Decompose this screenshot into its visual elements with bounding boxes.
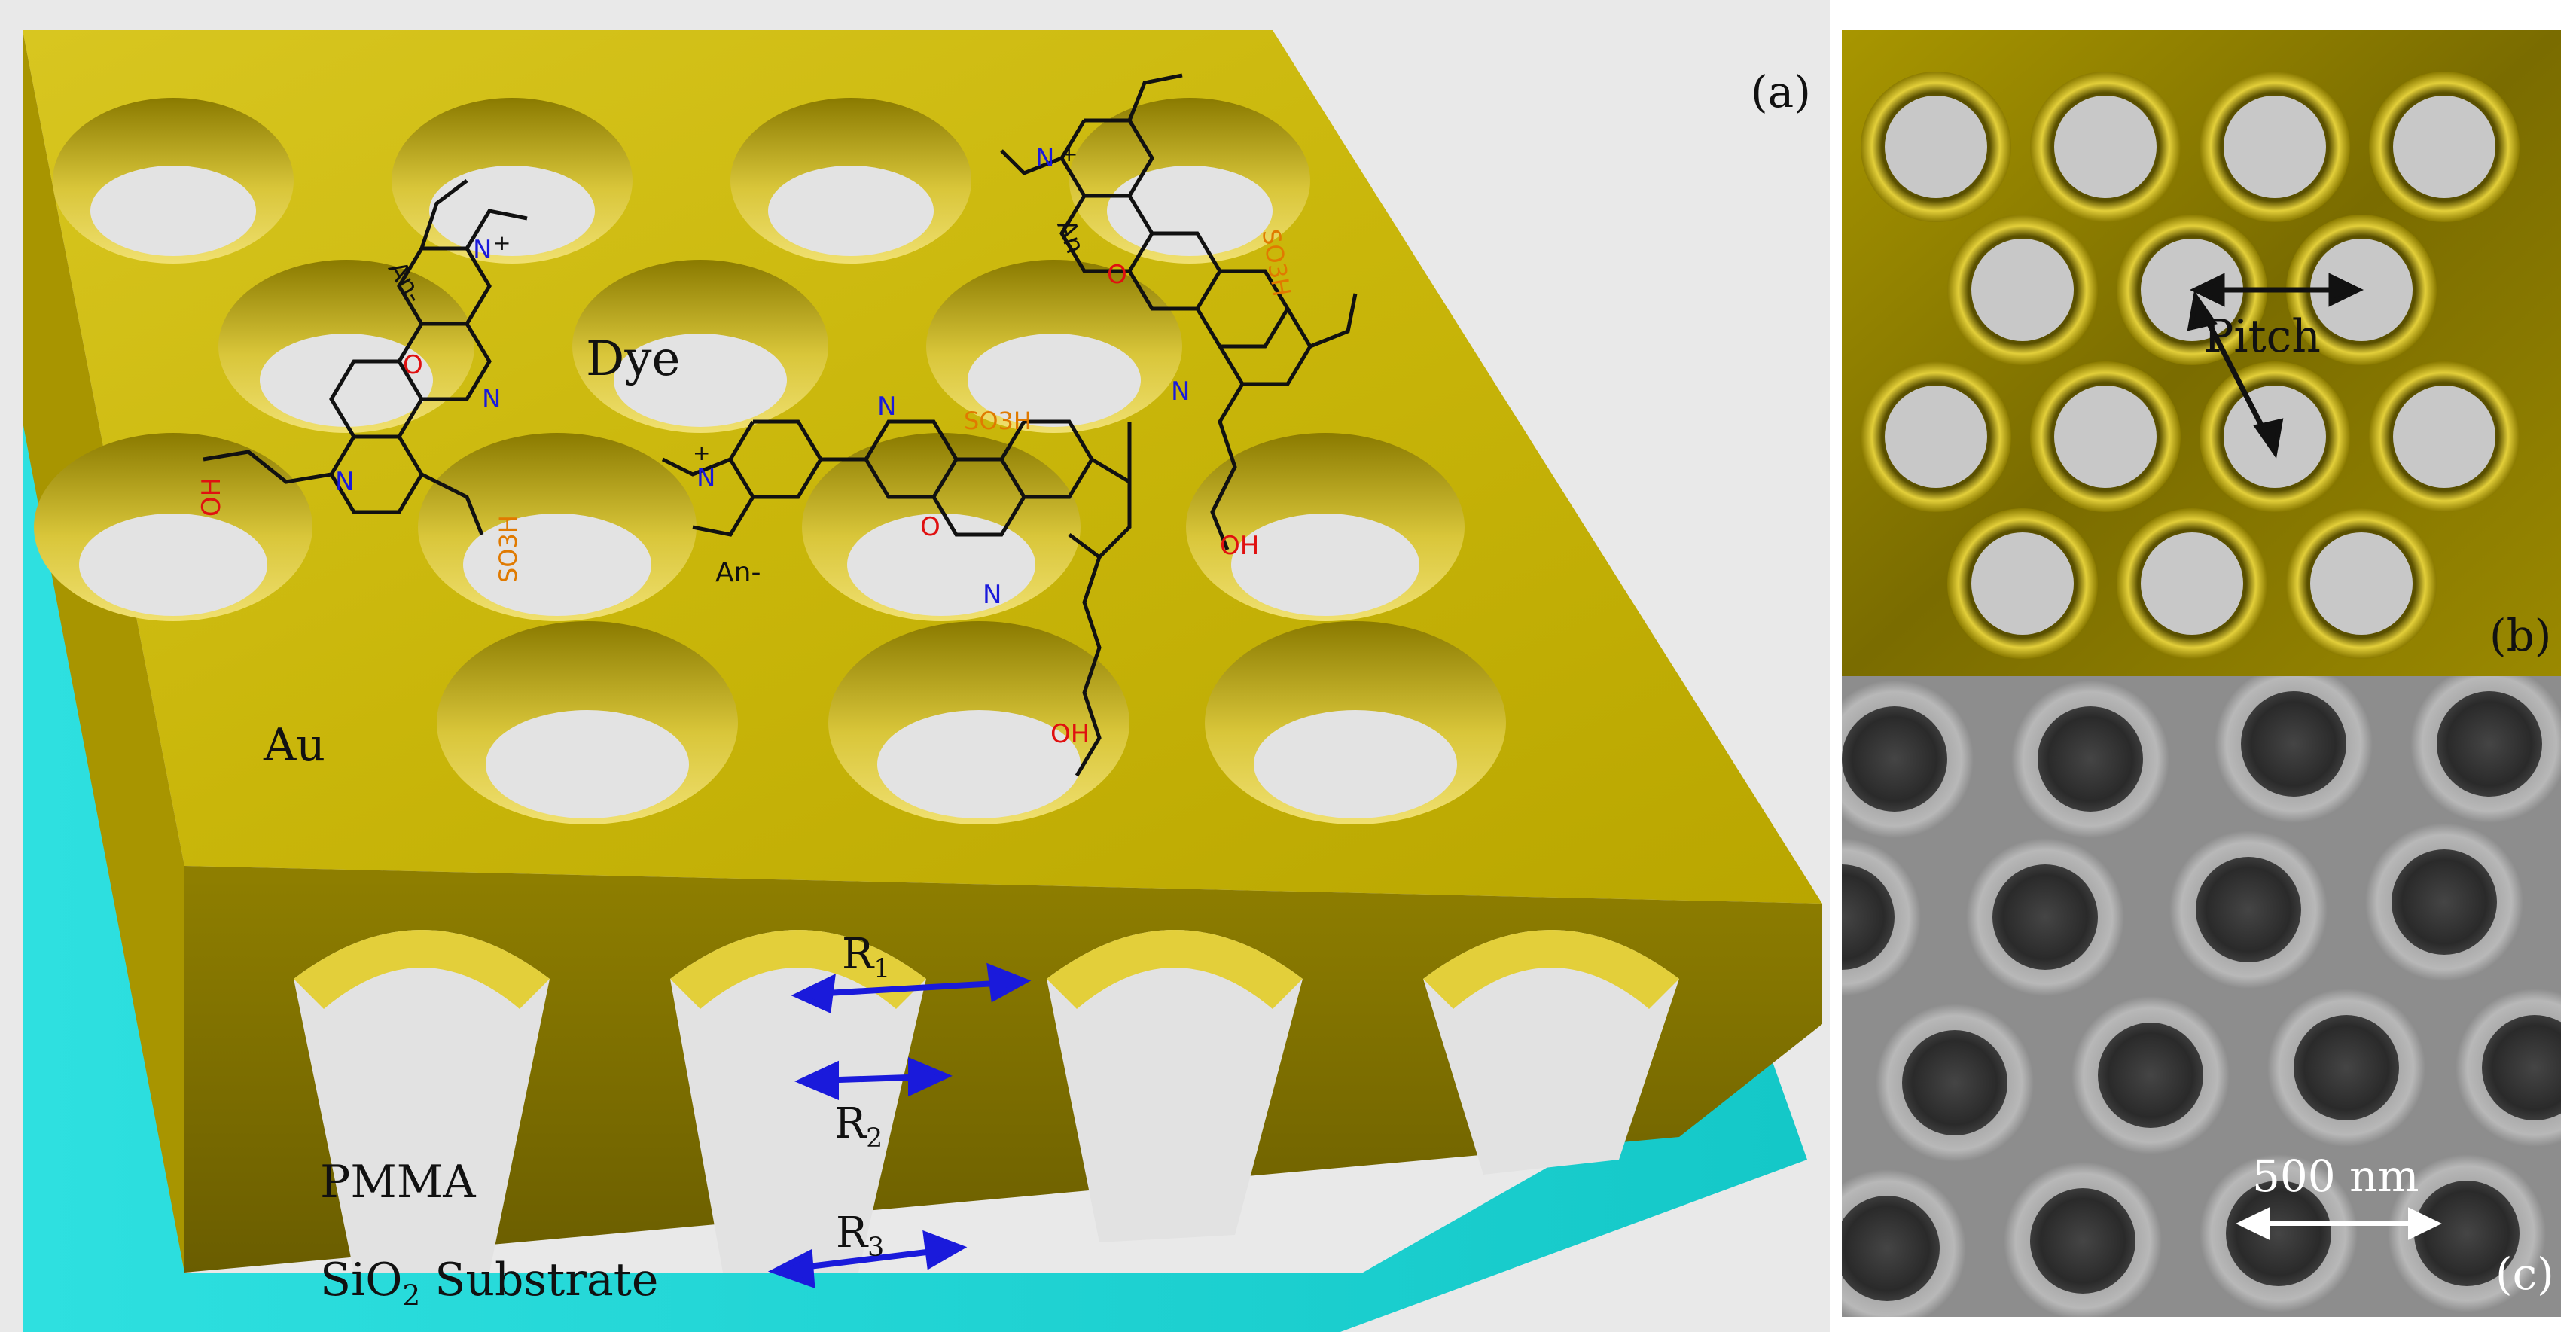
panel-a-3d-diagram: N + O N N OH SO3H An- N O N + N SO3H OH … bbox=[0, 0, 1830, 1332]
nitrogen-atom-label: N bbox=[1035, 143, 1055, 173]
nitrogen-atom-label: N bbox=[1171, 376, 1190, 407]
r1-arrow bbox=[812, 980, 1010, 997]
nitrogen-atom-label: N bbox=[697, 463, 716, 493]
panel-a-tag: (a) bbox=[1751, 66, 1811, 117]
nitrogen-atom-label: N bbox=[473, 235, 492, 265]
pitch-arrows bbox=[2187, 273, 2364, 459]
dye-molecule-structures bbox=[203, 73, 1358, 777]
oxygen-atom-label: O bbox=[920, 512, 940, 542]
top-hole-array bbox=[34, 98, 1506, 824]
hydroxyl-label: OH bbox=[1050, 719, 1090, 749]
cation-charge-label: + bbox=[693, 440, 711, 465]
anion-label: An- bbox=[715, 557, 761, 588]
dye-label: Dye bbox=[586, 331, 681, 387]
pitch-label: Pitch bbox=[2203, 310, 2321, 363]
cation-charge-label: + bbox=[493, 230, 511, 255]
sulfonate-label: SO3H bbox=[964, 407, 1032, 435]
oxygen-atom-label: O bbox=[403, 350, 423, 380]
sulfonate-label: SO3H bbox=[493, 515, 523, 583]
r1-label: R1 bbox=[842, 930, 891, 985]
r2-label: R2 bbox=[834, 1099, 883, 1154]
front-hole-openings bbox=[294, 930, 1679, 1273]
gold-left-face bbox=[23, 30, 184, 1273]
sem-micrograph bbox=[1842, 676, 2561, 1317]
hydroxyl-label: OH bbox=[1220, 531, 1260, 561]
nitrogen-atom-label: N bbox=[983, 580, 1002, 610]
nitrogen-atom-label: N bbox=[335, 467, 355, 497]
scale-bar-label: 500 nm bbox=[2252, 1151, 2419, 1202]
nitrogen-atom-label: N bbox=[482, 384, 501, 414]
oxygen-atom-label: O bbox=[1107, 260, 1127, 290]
gold-front-face bbox=[184, 866, 1822, 1273]
r3-label: R3 bbox=[836, 1209, 885, 1263]
radius-arrows bbox=[767, 962, 1032, 1288]
panel-c-tag: (c) bbox=[2495, 1248, 2554, 1300]
hydroxyl-label: OH bbox=[197, 477, 227, 517]
panel-b-tag: (b) bbox=[2489, 610, 2552, 661]
panel-c-sem-image: 500 nm (c) bbox=[1842, 676, 2561, 1317]
nitrogen-atom-label: N bbox=[877, 392, 897, 422]
au-label: Au bbox=[264, 719, 325, 772]
gold-film-illustration bbox=[23, 30, 1822, 1332]
hole-array-top-view bbox=[1842, 30, 2561, 676]
panel-b-top-view: Pitch (b) bbox=[1842, 30, 2561, 676]
r3-arrow bbox=[790, 1247, 946, 1272]
pmma-label: PMMA bbox=[320, 1156, 476, 1209]
substrate-label: SiO2 Substrate bbox=[320, 1254, 659, 1312]
scale-bar bbox=[2236, 1207, 2442, 1240]
cation-charge-label: + bbox=[1060, 142, 1078, 166]
